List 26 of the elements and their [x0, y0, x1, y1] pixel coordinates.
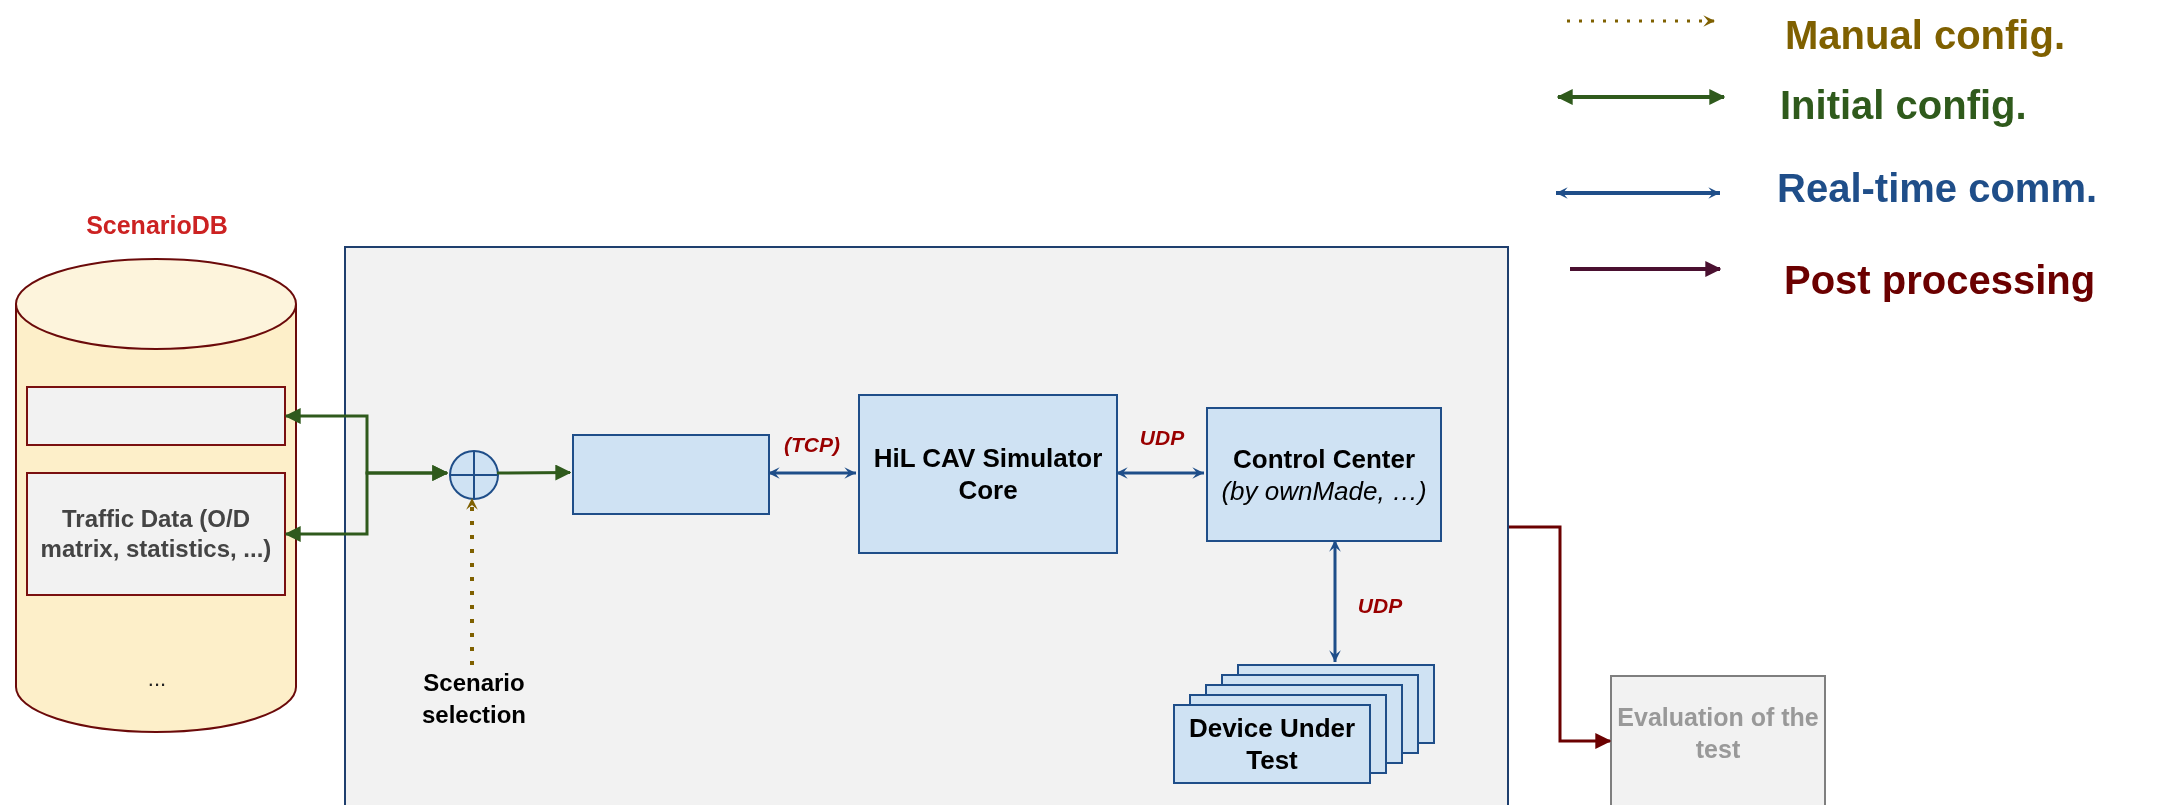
legend-text: Real-time comm. — [1777, 165, 2098, 212]
database-title: ScenarioDB — [85, 210, 229, 241]
legend-text: Manual config. — [1785, 12, 2065, 59]
process-box: Device Under Test — [1173, 704, 1371, 784]
dotted-arrow — [466, 498, 478, 665]
arrow — [768, 467, 856, 479]
ellipsis-text: ... — [146, 665, 168, 693]
process-box: HiL CAV Simulator Core — [858, 394, 1118, 554]
summing-junction — [449, 450, 499, 500]
box-data-source-box — [26, 386, 286, 446]
edge-label: (TCP) — [784, 432, 840, 459]
arrow — [1329, 540, 1341, 662]
arrow — [497, 464, 572, 481]
process-box — [572, 434, 770, 515]
arrow — [1116, 467, 1204, 479]
input-label: Scenario selection — [404, 667, 544, 735]
output-box: Evaluation of the test — [1610, 675, 1826, 805]
system-panel — [344, 246, 1509, 805]
data-source-box: Traffic Data (O/D matrix, statistics, ...) — [26, 472, 286, 596]
arrow — [1509, 525, 1612, 749]
process-box: Control Center (by ownMade, …) — [1206, 407, 1442, 542]
edge-label: UDP — [1139, 425, 1185, 452]
arrow — [284, 465, 449, 542]
edge-label: UDP — [1357, 593, 1403, 620]
legend-text: Post processing — [1784, 257, 2096, 304]
legend-text: Initial config. — [1780, 82, 2027, 129]
